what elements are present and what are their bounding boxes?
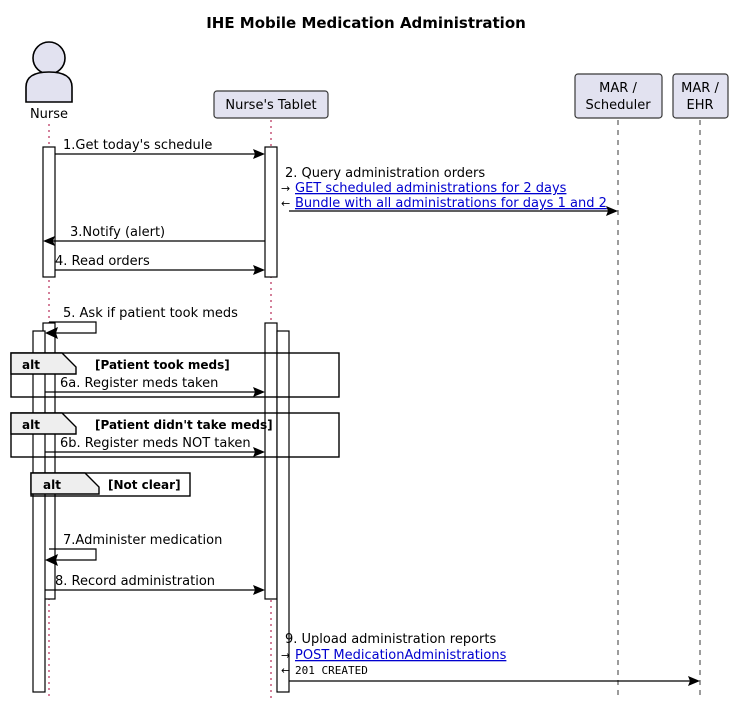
actor-nurse[interactable]: Nurse — [25, 41, 73, 122]
message-1[interactable]: 1.Get today's schedule — [55, 138, 265, 159]
alt-fragment-2-tab — [10, 412, 77, 435]
message-1-arrowhead — [253, 149, 265, 159]
message-2-subline-2-link[interactable]: Bundle with all administrations for days… — [295, 196, 607, 211]
message-6b-label: 6b. Register meds NOT taken — [60, 436, 251, 451]
message-9-subline-2-status: 201 CREATED — [295, 664, 368, 677]
message-4-arrowhead — [253, 265, 265, 275]
participant-mar-scheduler-label-line1: MAR / — [599, 81, 637, 96]
activation-nurse-1 — [42, 146, 56, 278]
alt-fragment-2-border — [10, 412, 340, 458]
message-3-label: 3.Notify (alert) — [70, 225, 165, 240]
alt-fragment-3-guard: [Not clear] — [108, 478, 181, 492]
message-9-subline-1-link[interactable]: POST MedicationAdministrations — [295, 648, 507, 663]
message-2-subline-2-marker-icon: ← — [281, 197, 290, 210]
activation-nurse-3-nested — [32, 330, 46, 693]
message-9[interactable]: 9. Upload administration reports → POST … — [281, 632, 700, 686]
message-6b-arrowhead — [253, 447, 265, 457]
activation-tablet-2 — [264, 322, 278, 600]
message-7-arrowhead — [45, 554, 58, 566]
message-5-label: 5. Ask if patient took meds — [63, 306, 238, 321]
message-6a[interactable]: 6a. Register meds taken — [45, 376, 265, 397]
message-7-self-loop — [49, 548, 97, 561]
message-4-label: 4. Read orders — [55, 254, 150, 269]
message-7-label: 7.Administer medication — [63, 533, 222, 548]
participant-mar-scheduler-label-line2: Scheduler — [585, 98, 651, 113]
alt-fragment-1-guard: [Patient took meds] — [95, 358, 230, 372]
message-5-arrowhead — [45, 327, 58, 339]
alt-fragment-not-clear: alt [Not clear] — [30, 472, 191, 497]
message-9-subline-1-marker-icon: → — [281, 649, 290, 662]
participant-mar-ehr[interactable]: MAR / EHR — [672, 73, 729, 119]
participant-tablet-box — [213, 90, 329, 119]
participant-mar-ehr-label-line2: EHR — [686, 98, 713, 113]
message-9-arrowhead — [688, 676, 700, 686]
alt-fragment-1-keyword: alt — [22, 358, 40, 372]
message-2[interactable]: 2. Query administration orders → GET sch… — [281, 166, 618, 216]
message-9-label: 9. Upload administration reports — [285, 632, 496, 647]
message-8-label: 8. Record administration — [55, 574, 215, 589]
alt-fragment-patient-didnt-take-meds: alt [Patient didn't take meds] — [10, 412, 340, 458]
alt-fragment-1-tab — [10, 352, 77, 375]
participant-mar-scheduler-box — [574, 73, 663, 119]
message-4[interactable]: 4. Read orders — [55, 254, 265, 275]
message-3-arrowhead — [43, 236, 55, 246]
message-8[interactable]: 8. Record administration — [45, 574, 265, 595]
alt-fragment-patient-took-meds: alt [Patient took meds] — [10, 352, 340, 398]
alt-fragment-2-guard: [Patient didn't take meds] — [95, 418, 273, 432]
alt-fragment-2-keyword: alt — [22, 418, 40, 432]
page-title: IHE Mobile Medication Administration — [206, 14, 526, 32]
participant-mar-ehr-box — [672, 73, 729, 119]
alt-fragment-3-tab — [30, 472, 100, 495]
participant-tablet[interactable]: Nurse's Tablet — [213, 90, 329, 119]
alt-fragment-3-keyword: alt — [43, 478, 61, 492]
message-1-label: 1.Get today's schedule — [63, 138, 212, 153]
alt-fragment-1-border — [10, 352, 340, 398]
message-2-subline-1-marker-icon: → — [281, 182, 290, 195]
message-3[interactable]: 3.Notify (alert) — [43, 225, 265, 246]
participant-mar-ehr-label-line1: MAR / — [681, 81, 719, 96]
message-6b[interactable]: 6b. Register meds NOT taken — [45, 436, 265, 457]
participant-mar-scheduler[interactable]: MAR / Scheduler — [574, 73, 663, 119]
message-6a-arrowhead — [253, 387, 265, 397]
message-5-self-loop — [49, 321, 97, 334]
actor-body-icon — [25, 71, 73, 103]
actor-head-icon — [32, 41, 66, 75]
message-8-arrowhead — [253, 585, 265, 595]
activation-tablet-3-nested — [276, 330, 290, 693]
activation-tablet-1 — [264, 146, 278, 278]
participant-tablet-label: Nurse's Tablet — [225, 98, 316, 113]
message-5[interactable]: 5. Ask if patient took meds — [45, 306, 238, 339]
message-9-subline-2-marker-icon: ← — [281, 664, 290, 677]
message-2-arrowhead — [606, 206, 618, 216]
actor-nurse-label: Nurse — [30, 107, 68, 122]
message-7[interactable]: 7.Administer medication — [45, 533, 222, 566]
message-2-label: 2. Query administration orders — [285, 166, 485, 181]
message-6a-label: 6a. Register meds taken — [60, 376, 218, 391]
message-2-subline-1-link[interactable]: GET scheduled administrations for 2 days — [295, 181, 567, 196]
